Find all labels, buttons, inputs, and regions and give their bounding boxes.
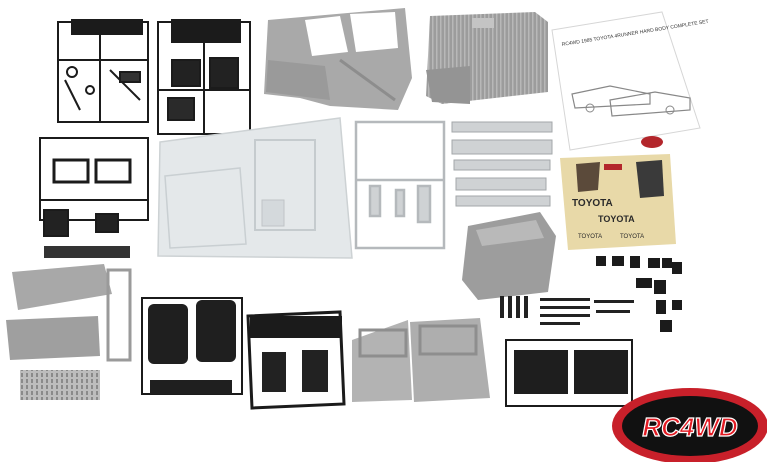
- decal-toyota-3: TOYOTA: [578, 234, 602, 240]
- chrome-sprue: [354, 120, 446, 250]
- instruction-sheet: RC4WD 1985 TOYOTA 4RUNNER HARD BODY COMP…: [551, 11, 709, 151]
- black-bucket-seats: [141, 297, 243, 395]
- black-door-panels: [505, 339, 633, 407]
- chrome-bumpers: [451, 121, 553, 207]
- logo-text: RC4WD: [642, 412, 738, 442]
- grey-cab-body: [264, 8, 412, 110]
- black-sprue-grille: [57, 19, 149, 123]
- rc4wd-logo: RC4WD: [612, 388, 767, 462]
- clear-window-parts: [157, 117, 353, 259]
- decal-toyota-1: TOYOTA: [572, 198, 613, 209]
- grey-tailgate-panels: [6, 264, 132, 400]
- black-sprue-mirrors: [39, 137, 149, 258]
- screws-hardware: [500, 296, 634, 325]
- decal-toyota-2: TOYOTA: [598, 214, 635, 224]
- grey-bed-shell: [426, 12, 548, 104]
- black-small-parts: [596, 256, 682, 332]
- decal-sheet: TOYOTA TOYOTA TOYOTA TOYOTA: [560, 154, 676, 250]
- black-sprue-seats: [157, 19, 251, 135]
- black-interior-tub: [246, 310, 346, 410]
- grey-hood: [462, 212, 556, 300]
- decal-toyota-4: TOYOTA: [620, 234, 644, 240]
- grey-doors: [352, 318, 490, 402]
